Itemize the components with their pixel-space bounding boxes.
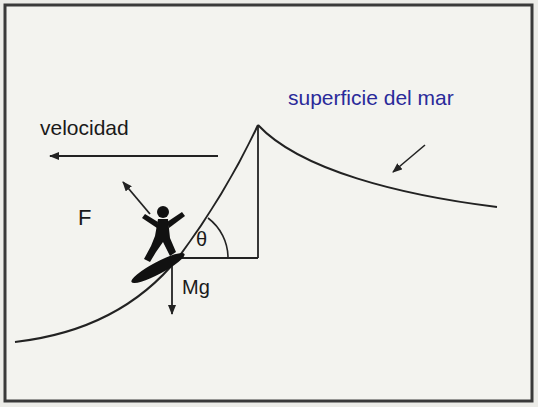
leader-line [393,145,425,172]
angle-arc [208,218,228,258]
velocity-arrow [50,155,218,157]
surfer-figure [129,206,188,287]
photo-frame [5,5,532,401]
force-arrow [123,182,150,214]
velocity-label: velocidad [40,116,129,139]
angle-label: θ [196,228,207,250]
horizontal-leg [178,257,258,259]
vertical-leg [257,125,259,258]
sea-surface [258,125,497,207]
sea-surface-label: superficie del mar [288,86,454,109]
weight-label: Mg [182,276,210,298]
wave-face [15,125,258,342]
force-label: F [78,206,91,230]
weight-arrow [171,262,173,314]
